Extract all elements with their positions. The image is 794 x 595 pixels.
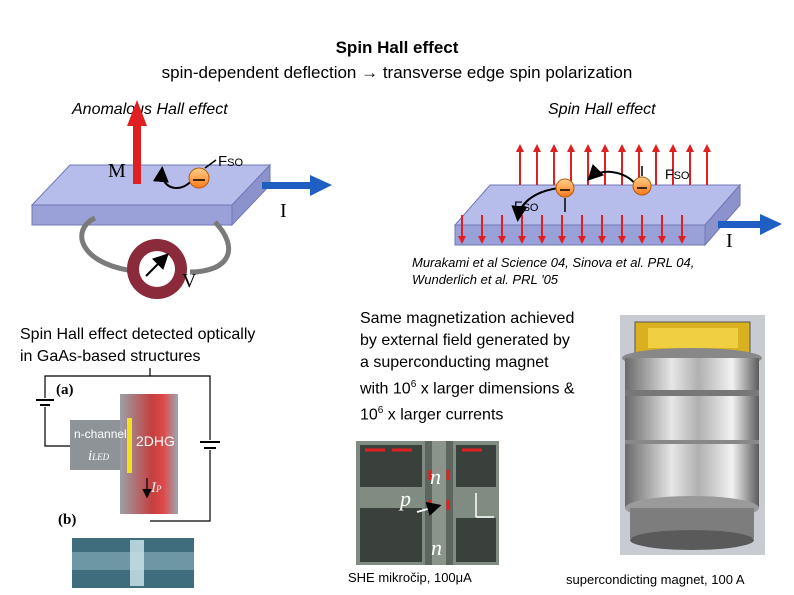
ip-label: IP [151,480,162,496]
spin-up-arrow-icon [652,144,660,185]
spin-down-arrow-icon [578,215,586,244]
fso-label-right-b: FSO [665,166,690,182]
deflection-arrow-right-a-icon [511,187,561,222]
page-subtitle: spin-dependent deflection → transverse e… [161,63,633,82]
spin-up-arrow-icon [533,144,541,185]
chip-caption: SHE mikročip, 100μA [348,570,472,585]
voltage-label: V [182,270,197,292]
magnetization-label: M [108,160,126,182]
voltmeter-icon [127,239,187,299]
current-arrow-right-icon [718,214,782,235]
spin-down-arrow-icon [658,215,666,244]
spin-down-arrow-icon [638,215,646,244]
she-microchip-photo [356,441,499,565]
chip-p-label: p [400,486,411,511]
spin-up-arrow-icon [686,144,694,185]
references-text: Murakami et al Science 04, Sinova et al.… [412,255,695,287]
optical-caption: Spin Hall effect detected optically in G… [20,326,256,365]
spin-down-arrow-icon [458,215,466,244]
spin-down-arrow-icon [558,215,566,244]
anomalous-hall-slab [30,163,272,227]
edge-stripe [127,418,132,473]
current-arrow-left-icon [262,175,332,196]
optical-circuit [36,368,220,522]
spin-hall-heading: Spin Hall effect [548,101,656,118]
spin-up-arrow-icon [618,144,626,185]
fso-label-right-a: FSO [514,198,539,214]
label-b: (b) [58,512,77,528]
spin-up-arrow-icon [516,144,524,185]
spin-hall-slab [453,183,742,247]
spin-down-arrow-icon [478,215,486,244]
deflection-arrow-right-b-icon [587,163,637,186]
spin-down-arrow-icon [498,215,506,244]
spin-down-arrow-icon [538,215,546,244]
electron-right-b-icon [632,176,652,196]
spin-down-arrow-icon [618,215,626,244]
chip-n-top-label: n [430,464,441,489]
page-title: Spin Hall effect [335,38,459,57]
magnetization-arrow-icon [127,100,147,184]
chip-n-bottom-label: n [431,535,442,560]
spin-up-arrow-icon [567,144,575,185]
wire-left [79,215,129,273]
magnet-description: Same magnetization achieved by external … [360,310,575,424]
spin-up-arrow-icon [550,144,558,185]
electron-right-a-icon [555,178,575,198]
label-a: (a) [56,382,74,398]
spin-down-arrow-icon [598,215,606,244]
magnet-caption: supercondicting magnet, 100 A [566,572,745,587]
n-channel-label: n-channel [74,427,127,441]
spin-down-arrows [458,215,686,244]
spin-up-arrow-icon [669,144,677,185]
anomalous-hall-heading: Anomalous Hall effect [72,101,228,118]
current-label-left: I [280,200,287,222]
iled-label: iLED [88,448,110,464]
spin-up-arrow-icon [584,144,592,185]
spin-up-arrow-icon [703,144,711,185]
wire-right [189,220,232,275]
superconducting-magnet-photo [620,315,765,555]
electron-icon [188,167,210,189]
spin-up-arrow-icon [601,144,609,185]
current-label-right: I [726,230,733,252]
2dhg-label: 2DHG [136,433,175,449]
spin-down-arrow-icon [678,215,686,244]
fso-label-left: FSO [218,153,244,170]
